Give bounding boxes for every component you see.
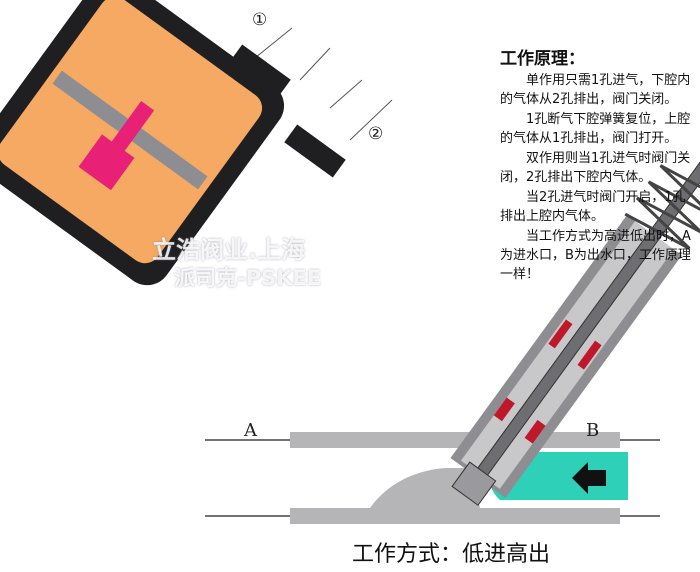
stem-assembly	[450, 142, 700, 506]
port-1-marker: ①	[252, 10, 268, 30]
principle-paragraph-4: 当2孔进气时阀门开启，1孔排出上腔内气体。	[500, 190, 686, 224]
port-2-marker: ②	[368, 124, 384, 144]
port-2-leader-line	[329, 79, 363, 109]
port-b-label: B	[586, 420, 600, 441]
pipe-top-wall	[290, 432, 620, 448]
seal-block-1	[493, 397, 515, 422]
pipe-bottom-wall	[290, 508, 620, 524]
valve-plug	[451, 461, 497, 506]
port-a-label: A	[244, 420, 257, 441]
port-2-leader-line-2	[349, 99, 393, 141]
flow-direction-arrow	[572, 462, 606, 494]
watermark-line-2: 派司克-PSKEE	[174, 266, 322, 290]
seal-block-2	[524, 419, 546, 444]
principle-paragraph-3: 双作用则当1孔进气时阀门关闭，2孔排出下腔内气体。	[500, 151, 691, 185]
valve-seat-ridge	[370, 468, 480, 508]
actuator	[0, 0, 285, 286]
port-1-leader-line-2	[299, 47, 331, 81]
principle-title: 工作原理：	[500, 49, 585, 69]
principle-paragraph-2: 1孔断气下腔弹簧复位，上腔的气体从1孔排出，阀门打开。	[500, 112, 691, 146]
return-spring	[624, 164, 700, 250]
piston-pink-channel	[78, 101, 155, 191]
seal-block-4	[577, 340, 602, 370]
fitting-port-2	[284, 124, 346, 178]
air-fittings	[229, 44, 346, 178]
watermark-line-1: 立浩阀业.上海	[152, 236, 306, 264]
working-mode-caption: 工作方式：低进高出	[352, 542, 551, 567]
principle-paragraph-5: 当工作方式为高进低出时，A为进水口，B为出水口，工作原理一样！	[500, 229, 691, 282]
working-principle-panel: 工作原理： 单作用只需1孔进气，下腔内的气体从2孔排出，阀门关闭。 1孔断气下腔…	[500, 44, 696, 285]
seal-block-3	[548, 319, 573, 349]
fitting-port-1	[229, 44, 291, 98]
valve-body	[205, 432, 660, 524]
principle-paragraph-1: 单作用只需1孔进气，下腔内的气体从2孔排出，阀门关闭。	[500, 73, 691, 107]
